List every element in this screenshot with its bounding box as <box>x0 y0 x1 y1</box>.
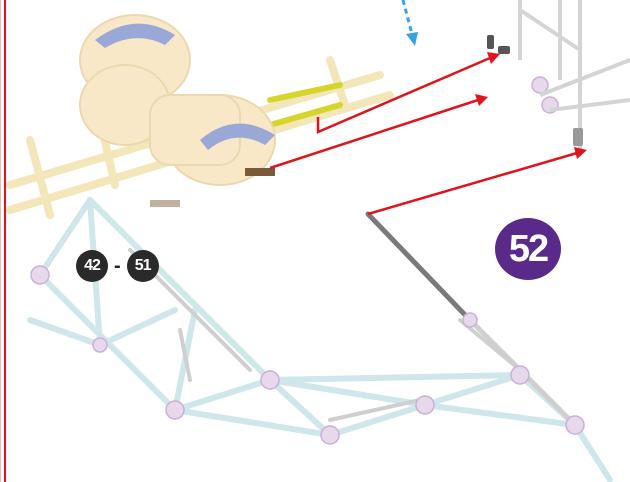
range-separator: - <box>114 254 121 277</box>
range-end-badge: 51 <box>126 250 159 282</box>
step-range-label: 42 - 51 <box>76 250 159 282</box>
blue-dashed-arrow-icon <box>401 0 418 46</box>
truss-structure <box>27 197 613 482</box>
small-parts <box>487 35 583 146</box>
connectors <box>30 76 585 445</box>
car-axle <box>245 168 275 176</box>
tower <box>518 0 630 150</box>
yellow-rods <box>267 82 343 128</box>
step-number-badge: 52 <box>495 218 561 280</box>
page-border <box>4 0 6 482</box>
new-rod <box>365 211 471 321</box>
red-arrow-icon <box>269 56 578 216</box>
car-seats <box>95 23 275 150</box>
page-border-light <box>0 0 1 482</box>
range-start-badge: 42 <box>76 250 108 282</box>
